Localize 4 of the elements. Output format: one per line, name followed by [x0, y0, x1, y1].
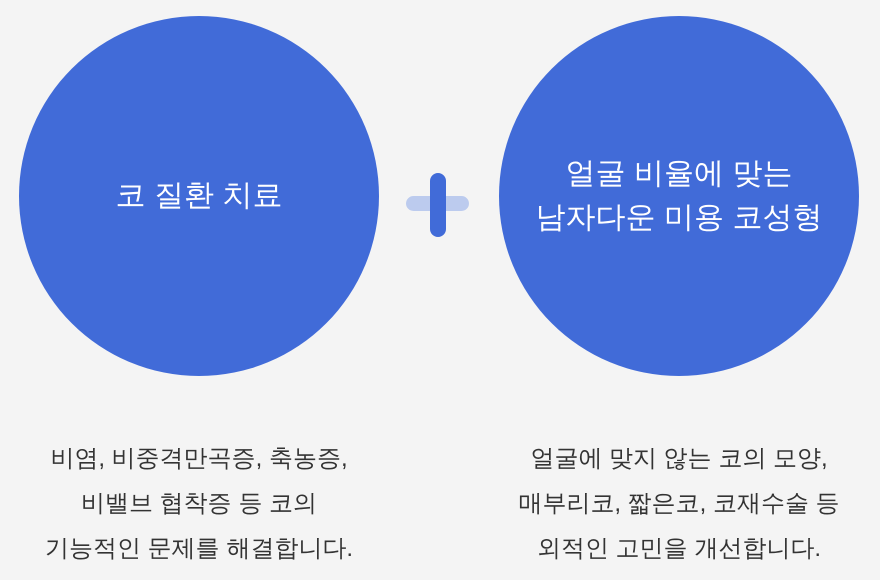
node-label: 얼굴 비율에 맞는 남자다운 미용 코성형	[534, 156, 824, 236]
description-text: 비염, 비중격만곡증, 축농증, 비밸브 협착증 등 코의 기능적인 문제를 해결합니다.	[44, 444, 354, 564]
node-label: 코 질환 치료	[114, 178, 284, 214]
description-text: 얼굴에 맞지 않는 코의 모양, 매부리코, 짧은코, 코재수술 등 외적인 고민을 개선합니다.	[517, 444, 841, 564]
